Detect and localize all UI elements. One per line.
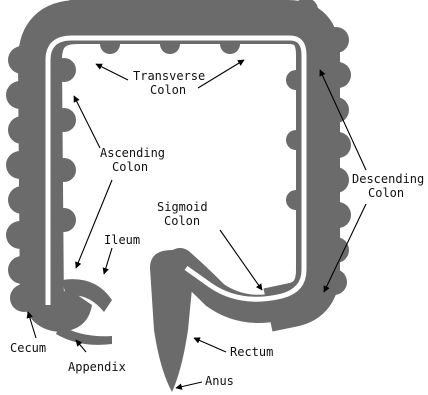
colon-shape [6,0,351,392]
label-sigmoid-line1: Sigmoid [157,200,208,214]
label-descending-line2: Colon [368,186,404,200]
label-descending-line1: Descending [352,172,424,186]
label-ascending-line1: Ascending [100,146,165,160]
label-appendix: Appendix [68,360,126,374]
label-sigmoid-line2: Colon [164,214,200,228]
label-rectum: Rectum [230,345,273,359]
label-transverse-line2: Colon [150,83,186,97]
label-ascending-line2: Colon [112,160,148,174]
label-cecum: Cecum [10,341,46,355]
appendix [56,325,112,345]
label-anus: Anus [205,374,234,388]
label-ileum: Ileum [104,233,140,247]
label-transverse-line1: Transverse [133,69,205,83]
